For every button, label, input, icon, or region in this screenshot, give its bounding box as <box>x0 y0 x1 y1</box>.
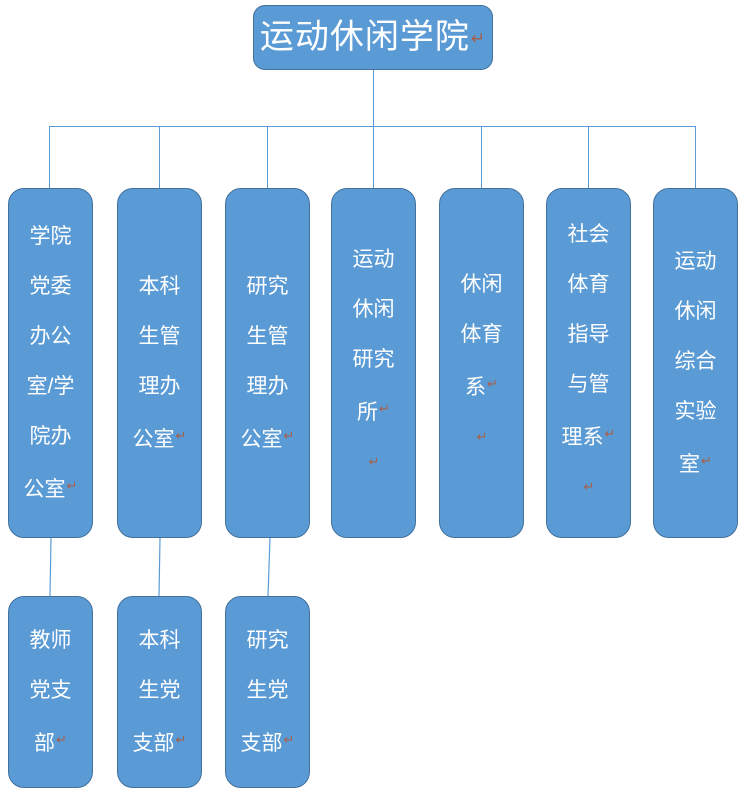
org-node-dept-3-label: 研究生管理办公室↵ <box>240 274 295 451</box>
pilcrow-mark-extra: ↵ <box>476 430 488 445</box>
connector-drop-dept-6 <box>588 126 589 188</box>
pilcrow-mark-extra: ↵ <box>368 455 380 470</box>
org-node-dept-2-label: 本科生管理办公室↵ <box>132 274 187 451</box>
org-node-dept-5[interactable]: 休闲体育系↵↵ <box>439 188 524 538</box>
connector-horizontal-bus <box>49 126 696 127</box>
org-node-dept-4[interactable]: 运动休闲研究所↵↵ <box>331 188 416 538</box>
connector-dept-2-to-branch-2 <box>158 537 161 597</box>
pilcrow-mark: ↵ <box>66 478 78 494</box>
org-node-dept-4-label: 运动休闲研究所↵↵ <box>352 248 395 470</box>
connector-dept-3-to-branch-3 <box>267 537 271 597</box>
org-node-branch-1-label: 教师党支部↵ <box>29 628 72 755</box>
pilcrow-mark: ↵ <box>487 377 498 392</box>
pilcrow-mark: ↵ <box>604 427 616 442</box>
pilcrow-mark: ↵ <box>56 732 67 748</box>
org-node-dept-3[interactable]: 研究生管理办公室↵ <box>225 188 310 538</box>
pilcrow-mark: ↵ <box>701 453 712 469</box>
connector-drop-dept-5 <box>481 126 482 188</box>
pilcrow-mark: ↵ <box>175 732 187 748</box>
org-node-branch-2-label: 本科生党支部↵ <box>132 628 187 755</box>
org-node-dept-6[interactable]: 社会体育指导与管理系↵↵ <box>546 188 631 538</box>
org-node-dept-7-label: 运动休闲综合实验室↵ <box>674 249 717 476</box>
pilcrow-mark: ↵ <box>283 732 295 748</box>
pilcrow-mark: ↵ <box>283 428 295 444</box>
org-node-dept-7[interactable]: 运动休闲综合实验室↵ <box>653 188 738 538</box>
connector-drop-dept-1 <box>49 126 50 188</box>
connector-dept-1-to-branch-1 <box>49 537 52 597</box>
connector-root-stem <box>373 70 374 130</box>
connector-drop-dept-7 <box>695 126 696 188</box>
connector-drop-dept-3 <box>267 126 268 188</box>
org-node-root[interactable]: 运动休闲学院↵ <box>253 5 493 70</box>
org-node-branch-3-label: 研究生党支部↵ <box>240 628 295 755</box>
org-node-branch-1[interactable]: 教师党支部↵ <box>8 596 93 788</box>
pilcrow-mark: ↵ <box>175 428 187 444</box>
org-node-root-label: 运动休闲学院↵ <box>259 18 487 57</box>
org-node-dept-2[interactable]: 本科生管理办公室↵ <box>117 188 202 538</box>
org-node-dept-1[interactable]: 学院党委办公室/学院办公室↵ <box>8 188 93 538</box>
org-node-branch-2[interactable]: 本科生党支部↵ <box>117 596 202 788</box>
org-node-branch-3[interactable]: 研究生党支部↵ <box>225 596 310 788</box>
pilcrow-mark: ↵ <box>470 29 487 50</box>
connector-drop-dept-2 <box>159 126 160 188</box>
pilcrow-mark: ↵ <box>379 402 390 417</box>
org-node-dept-1-label: 学院党委办公室/学院办公室↵ <box>23 224 78 501</box>
org-node-dept-5-label: 休闲体育系↵↵ <box>460 273 503 445</box>
org-node-dept-6-label: 社会体育指导与管理系↵↵ <box>561 223 616 495</box>
connector-drop-dept-4 <box>373 126 374 188</box>
pilcrow-mark-extra: ↵ <box>583 480 595 495</box>
